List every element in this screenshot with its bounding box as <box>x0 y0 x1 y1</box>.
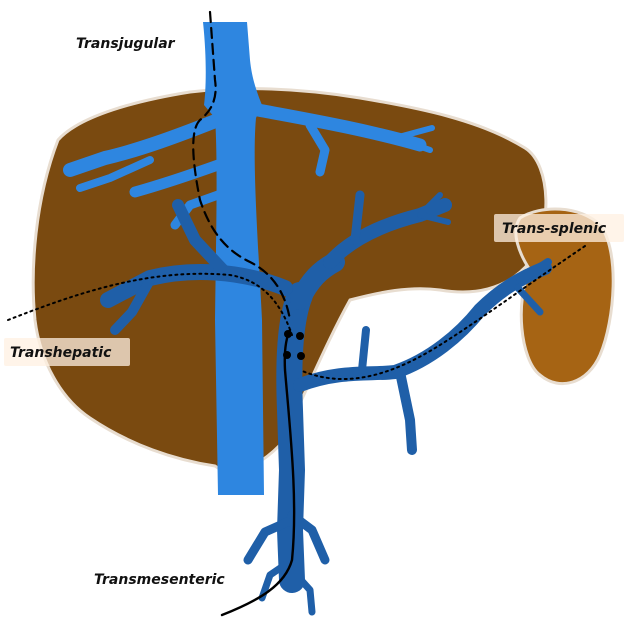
convergence-dot <box>283 351 291 359</box>
left-portal-twig <box>355 195 360 240</box>
convergence-dot <box>296 332 304 340</box>
convergence-dot <box>284 330 292 338</box>
label-trans-splenic: Trans-splenic <box>502 221 607 237</box>
coronary-vein <box>400 372 412 450</box>
label-transmesenteric: Transmesenteric <box>94 572 225 588</box>
gastric-vein <box>362 330 366 370</box>
label-transhepatic: Transhepatic <box>10 345 112 361</box>
convergence-dot <box>297 352 305 360</box>
label-transjugular: Transjugular <box>76 36 176 52</box>
